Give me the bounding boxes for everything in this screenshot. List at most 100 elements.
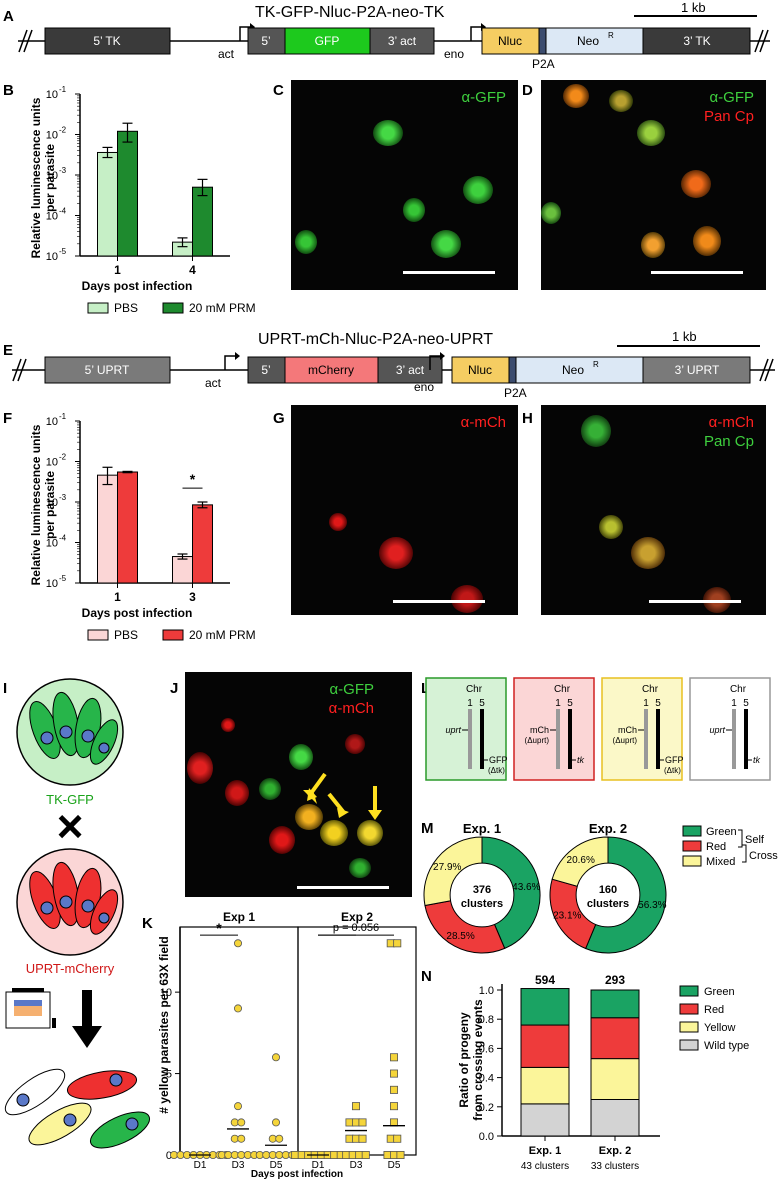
scale-bar-d [651, 271, 743, 274]
chart-k-xtick-label: D1 [312, 1160, 325, 1171]
chromosome-box [425, 677, 507, 781]
chart-k-point [271, 1053, 280, 1062]
chart-b-xtick-label: 4 [189, 263, 196, 277]
chart-k-point [389, 1085, 398, 1094]
chart-f-legend-label: 20 mM PRM [189, 628, 256, 642]
chart-n-xtick-label: Exp. 2 [599, 1145, 631, 1157]
gene-left-label: uprt [709, 725, 725, 735]
chart-k-point [358, 1134, 367, 1143]
chart-n-bar-segment [520, 988, 570, 1026]
chromosome-5-bar [480, 709, 484, 769]
panel-label-m: M [421, 820, 434, 837]
chart-n-legend-swatch [679, 1039, 699, 1051]
chromosome-5-label: 5 [655, 698, 661, 709]
chart-n-bar-segment [590, 989, 640, 1019]
chart-k-sig-label: p = 0.056 [333, 922, 379, 934]
strain-tk-gfp: TK-GFP [46, 792, 94, 807]
chart-b-bar [117, 130, 138, 257]
chart-k-point [361, 1150, 370, 1159]
chart-m-value-label: 23.1% [553, 911, 581, 922]
gene-right-label: tk [753, 755, 761, 765]
chart-m-legend-label: Red [706, 841, 726, 853]
panel-label-j: J [170, 680, 179, 697]
chart-n-ytick-label: 1.0 [479, 985, 494, 997]
chart-b-legend-label: 20 mM PRM [189, 301, 256, 315]
chart-k-ytick-label: 0 [166, 1150, 172, 1162]
chart-f-ylabel-2: per parasite [43, 471, 57, 539]
box-e-3uprt: 3’ UPRT [675, 363, 720, 377]
chromosome-box [601, 677, 683, 781]
chart-m-value-label: 28.5% [446, 931, 474, 942]
chart-b-ytick-label: 10 [46, 251, 58, 263]
chromosome-1-label: 1 [467, 698, 473, 709]
chromosome-5-bar [744, 709, 748, 769]
box-a-3act: 3’ act [388, 34, 417, 48]
chart-n-legend-label: Wild type [704, 1040, 749, 1052]
chromosome-1-label: 1 [731, 698, 737, 709]
chart-n-ytick-label: 0.8 [479, 1014, 494, 1026]
panel-label-g: G [273, 410, 285, 427]
box-e-5uprt: 5’ UPRT [85, 363, 130, 377]
chart-m-legend-swatch [682, 825, 702, 837]
chart-m-bracket [738, 829, 743, 848]
box-e-nluc: Nluc [468, 363, 492, 377]
box-e-neo: Neo [562, 363, 584, 377]
gene-left-label: mCh [530, 725, 549, 735]
chart-m-hole [575, 862, 641, 928]
chart-m-center-label: clusters [461, 898, 503, 910]
micro-c-label: α-GFP [461, 89, 506, 106]
chromosome-5-label: 5 [567, 698, 573, 709]
cross-schematic: TK-GFP × UPRT-mCherry [4, 678, 151, 1149]
chromosome-5-bar [656, 709, 660, 769]
strain-uprt-mcherry: UPRT-mCherry [26, 961, 115, 976]
chart-k-sig-label: * [216, 920, 222, 936]
chart-b-bar [97, 151, 118, 257]
chart-k-xtick-label: D3 [232, 1160, 245, 1171]
chart-n-legend-swatch [679, 1021, 699, 1033]
box-e-5: 5’ [261, 363, 270, 377]
chart-b-ytick-exp: -4 [59, 207, 67, 216]
chart-k-ytick-label: 10 [160, 987, 172, 999]
chart-k-point [234, 1004, 243, 1013]
chart-k-point [271, 1118, 280, 1127]
promoter-e-eno: eno [414, 380, 434, 394]
chart-n-ytick-label: 0.6 [479, 1043, 494, 1055]
chart-b-ytick-label: 10 [46, 89, 58, 101]
chart-k-point [389, 1069, 398, 1078]
chart-f-bar [97, 474, 118, 584]
chromosome-5-label: 5 [479, 698, 485, 709]
chart-b-ytick-label: 10 [46, 170, 58, 182]
scale-bar-j [297, 886, 389, 889]
chart-n-bar-segment [590, 1099, 640, 1137]
chart-b-ytick-exp: -5 [59, 247, 67, 256]
gene-left-sublabel: (Δuprt) [613, 736, 638, 745]
chromosome-title: Chr [466, 684, 483, 695]
chart-f-xlabel: Days post infection [82, 606, 193, 620]
chromosome-1-label: 1 [643, 698, 649, 709]
chart-k-xtick-label: D3 [350, 1160, 363, 1171]
chart-b-ytick-label: 10 [46, 130, 58, 142]
chart-k-xtick-label: D5 [388, 1160, 401, 1171]
chart-m-legend-swatch [682, 840, 702, 852]
chart-f-ytick-label: 10 [46, 457, 58, 469]
chart-k-ylabel: # yellow parasites per 63X field [157, 936, 171, 1113]
chart-k-point [275, 1134, 284, 1143]
chart-m-bracket [742, 844, 747, 863]
chart-k-group-title: Exp 2 [341, 910, 373, 924]
chromosome-box [513, 677, 595, 781]
chart-k-point [234, 1102, 243, 1111]
chart-k-point [393, 1134, 402, 1143]
box-a-neo: Neo [577, 34, 599, 48]
chart-k-point [237, 1118, 246, 1127]
chart-n-total-label: 594 [535, 973, 555, 987]
chart-m-center-count: 160 [599, 884, 617, 896]
chart-m-center-label: clusters [587, 898, 629, 910]
panel-label-d: D [522, 82, 533, 99]
chart-f-legend-swatch [162, 629, 184, 641]
chromosome-title: Chr [554, 684, 571, 695]
gene-right-label: tk [577, 755, 585, 765]
chart-f-bar [117, 471, 138, 584]
chart-k-point [358, 1118, 367, 1127]
